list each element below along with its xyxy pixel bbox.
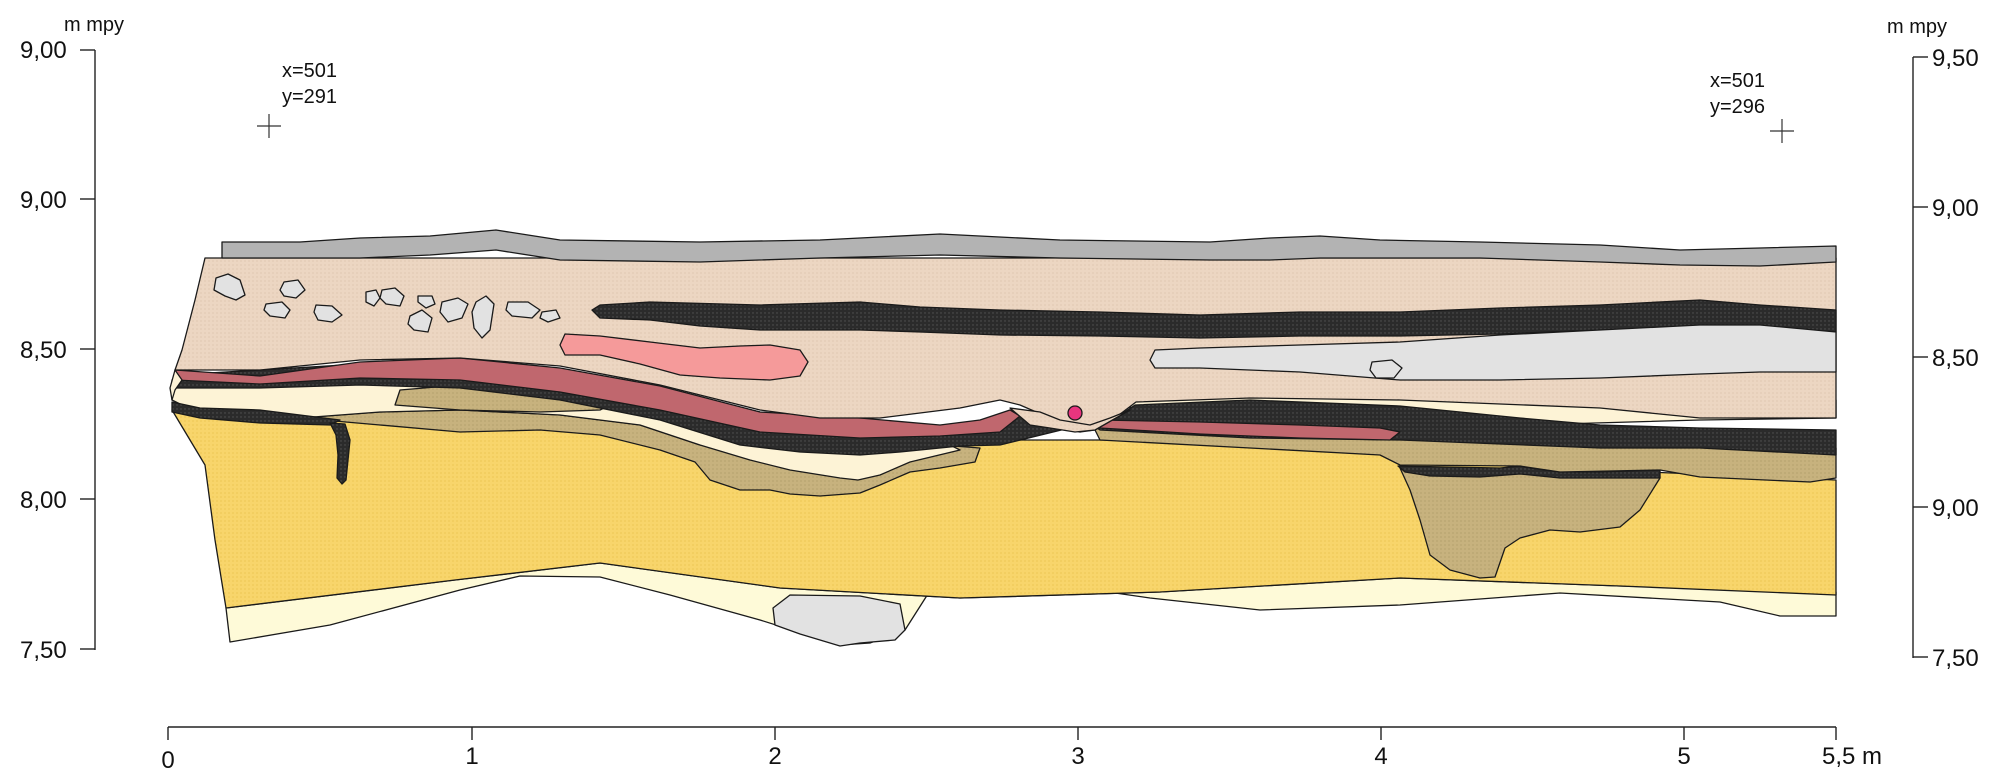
left-tick-label: 7,50 xyxy=(20,637,67,664)
right-tick-label: 8,50 xyxy=(1932,345,1979,372)
stone xyxy=(263,301,291,319)
stone xyxy=(539,309,561,323)
right-axis: m mpy 9,50 9,00 8,50 9,00 7,50 xyxy=(1887,16,1979,672)
find-marker xyxy=(1067,405,1083,421)
right-axis-unit: m mpy xyxy=(1887,16,1947,38)
stone-lens xyxy=(772,594,906,647)
bottom-axis: 0 1 2 3 4 5 5,5 m xyxy=(161,726,1882,774)
reference-point-right: x=501 y=296 xyxy=(1710,70,1794,143)
ref-point-y-label: y=296 xyxy=(1710,96,1765,118)
left-tick-label: 9,00 xyxy=(20,37,67,64)
stone xyxy=(471,295,495,339)
beige-fill-layer xyxy=(174,257,1837,433)
bottom-tick-label: 0 xyxy=(161,747,174,774)
crosshair-icon xyxy=(1770,119,1794,143)
pink-clay-lens xyxy=(559,333,809,381)
stone xyxy=(505,301,541,319)
grey-topsoil-layer xyxy=(221,229,1837,267)
bottom-tick-label: 4 xyxy=(1374,743,1387,770)
right-tick-label: 9,50 xyxy=(1932,45,1979,72)
left-tick-label: 9,00 xyxy=(20,187,67,214)
ref-point-y-label: y=291 xyxy=(282,86,337,108)
right-tick-label: 9,00 xyxy=(1932,495,1979,522)
stone xyxy=(417,295,436,309)
left-tick-label: 8,00 xyxy=(20,487,67,514)
red-burnt-layer-right xyxy=(1099,419,1401,441)
beige-pit-mound xyxy=(1009,407,1131,433)
left-axis: m mpy 9,00 9,00 8,50 8,00 7,50 xyxy=(20,14,124,664)
reference-point-left: x=501 y=291 xyxy=(257,60,337,138)
stone xyxy=(213,273,246,301)
bottom-tick-label: 2 xyxy=(768,743,781,770)
light-grey-layer xyxy=(1149,324,1837,381)
stone xyxy=(439,297,469,323)
bottom-tick-label: 1 xyxy=(465,743,478,770)
right-tick-label: 9,00 xyxy=(1932,195,1979,222)
ref-point-x-label: x=501 xyxy=(282,60,337,82)
stone xyxy=(379,287,405,307)
left-tick-label: 8,50 xyxy=(20,337,67,364)
ref-point-x-label: x=501 xyxy=(1710,70,1765,92)
stone xyxy=(1369,359,1403,379)
bottom-tick-label: 5 xyxy=(1677,743,1690,770)
right-tick-label: 7,50 xyxy=(1932,645,1979,672)
section-left-edge xyxy=(169,369,183,401)
stone xyxy=(365,289,381,307)
stone xyxy=(407,309,433,333)
stone xyxy=(313,304,343,323)
stone xyxy=(279,279,306,299)
left-axis-unit: m mpy xyxy=(64,14,124,36)
bottom-tick-label: 3 xyxy=(1071,743,1084,770)
strata xyxy=(169,229,1837,647)
charcoal-layer-lower xyxy=(171,401,341,426)
crosshair-icon xyxy=(257,114,281,138)
charcoal-post-hole xyxy=(329,422,351,485)
bottom-tick-label: 5,5 m xyxy=(1822,743,1882,770)
